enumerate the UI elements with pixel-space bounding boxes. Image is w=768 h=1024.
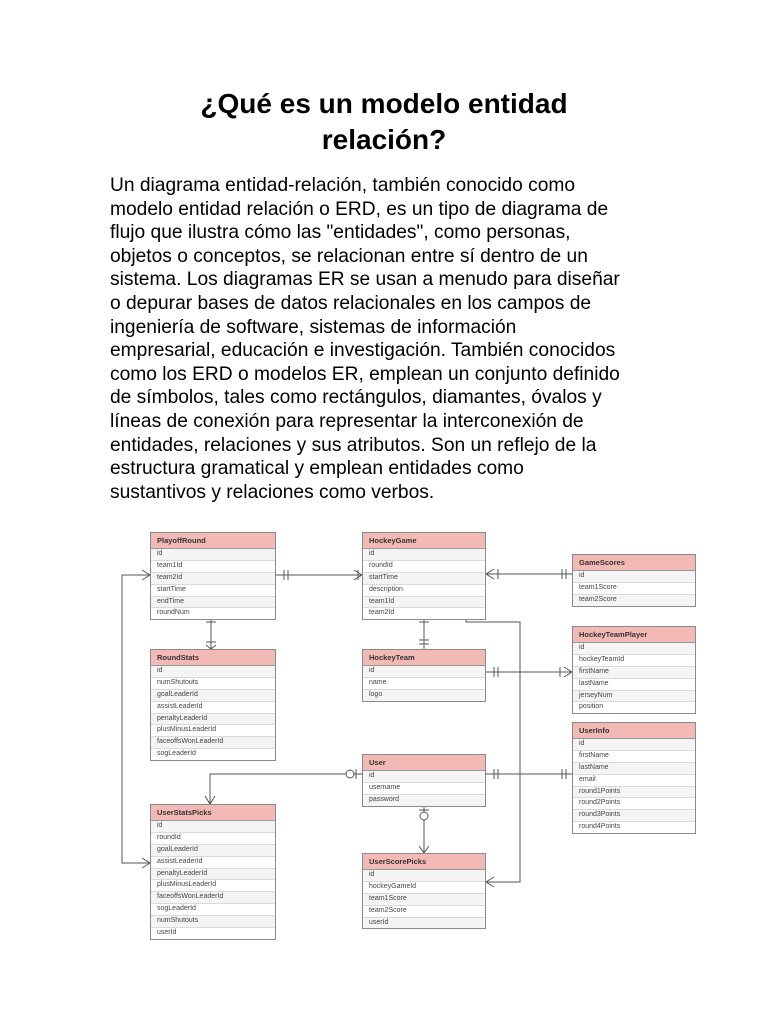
- entity-title: GameScores: [573, 555, 695, 571]
- entity-title: HockeyGame: [363, 533, 485, 549]
- entity-field: userId: [363, 917, 485, 929]
- entity-title: PlayoffRound: [151, 533, 275, 549]
- entity-field: startTime: [363, 572, 485, 585]
- entity-game-scores: GameScores id team1Score team2Score: [572, 554, 696, 607]
- entity-field: id: [151, 821, 275, 833]
- entity-field: logo: [363, 689, 485, 701]
- entity-field: goalLeaderId: [151, 689, 275, 702]
- body-line: entidades, relaciones y sus atributos. S…: [110, 434, 597, 456]
- entity-field: roundNum: [157, 609, 190, 617]
- entity-title: UserInfo: [573, 723, 695, 739]
- entity-field: team1Score: [363, 893, 485, 906]
- entity-field: sogLeaderId: [151, 904, 275, 917]
- entity-title: User: [363, 755, 485, 771]
- body-line: líneas de conexión para representar la i…: [110, 410, 584, 432]
- entity-field: username: [363, 783, 485, 795]
- entity-field: id: [363, 549, 485, 561]
- entity-field: email: [573, 775, 695, 787]
- entity-field: startTime: [151, 585, 275, 597]
- entity-field: penaltyLeaderId: [151, 713, 275, 726]
- entity-field: firstName: [573, 666, 695, 679]
- entity-hockey-team-player: HockeyTeamPlayer id hockeyTeamId firstNa…: [572, 626, 696, 715]
- body-line: ingeniería de software, sistemas de info…: [110, 316, 517, 338]
- entity-field: assistLeaderId: [151, 857, 275, 869]
- entity-field: jerseyNum: [573, 690, 695, 703]
- entity-field: team1Id: [363, 596, 485, 609]
- body-line: flujo que ilustra cómo las "entidades", …: [110, 222, 571, 244]
- entity-field: assistLeaderId: [151, 702, 275, 714]
- entity-playoff-round: PlayoffRound id team1Id team2Id startTim…: [150, 532, 276, 621]
- entity-field: id: [573, 739, 695, 751]
- body-line: sistema. Los diagramas ER se usan a menu…: [110, 269, 620, 291]
- entity-field: id: [151, 549, 275, 561]
- body-line: sustantivos y relaciones como verbos.: [110, 481, 435, 503]
- entity-field: round1Points: [573, 786, 695, 799]
- entity-title: UserScorePicks: [363, 854, 485, 870]
- entity-field: penaltyLeaderId: [151, 868, 275, 881]
- entity-field: id: [573, 643, 695, 655]
- entity-hockey-game: HockeyGame id roundId startTime descript…: [362, 532, 486, 621]
- entity-field: numShutouts: [151, 678, 275, 690]
- entity-field: id: [363, 666, 485, 678]
- body-line: de símbolos, tales como rectángulos, dia…: [110, 387, 602, 409]
- entity-field: id: [151, 666, 275, 678]
- entity-title: HockeyTeamPlayer: [573, 627, 695, 643]
- entity-field: faceoffsWonLeaderId: [151, 892, 275, 905]
- entity-field: hockeyGameId: [363, 882, 485, 894]
- entity-field: lastName: [573, 762, 695, 775]
- entity-field: team2Score: [363, 906, 485, 918]
- title-line-2: relación?: [321, 124, 447, 155]
- body-line: como los ERD o modelos ER, emplean un co…: [110, 363, 620, 385]
- entity-field: userId: [157, 929, 177, 937]
- title-line-1: ¿Qué es un modelo entidad: [200, 88, 568, 119]
- body-line: estructura gramatical y emplean entidade…: [110, 458, 524, 480]
- entity-field: round2Points: [573, 798, 695, 811]
- page-title: ¿Qué es un modelo entidad relación?: [110, 86, 658, 158]
- entity-field: faceoffsWonLeaderId: [151, 737, 275, 750]
- entity-field: plusMinusLeaderId: [151, 880, 275, 893]
- entity-user: User id username password: [362, 754, 486, 807]
- entity-field: roundId: [151, 833, 275, 845]
- entity-field: numShutouts: [151, 916, 275, 929]
- body-line: objetos o conceptos, se relacionan entre…: [110, 245, 588, 267]
- body-line: o depurar bases de datos relacionales en…: [110, 292, 592, 314]
- body-line: modelo entidad relación o ERD, es un tip…: [110, 198, 609, 220]
- entity-field: team2Id: [369, 609, 395, 617]
- entity-field: position: [579, 703, 604, 711]
- entity-field: team1Score: [573, 583, 695, 595]
- entity-user-info: UserInfo id firstName lastName email rou…: [572, 722, 696, 835]
- body-paragraph: Un diagrama entidad-relación, también co…: [110, 174, 670, 504]
- entity-field: round4Points: [579, 823, 621, 831]
- entity-hockey-team: HockeyTeam id name logo: [362, 649, 486, 702]
- entity-user-stats-picks: UserStatsPicks id roundId goalLeaderId a…: [150, 804, 276, 940]
- er-diagram: PlayoffRound id team1Id team2Id startTim…: [110, 522, 710, 942]
- entity-field: description: [363, 585, 485, 597]
- body-line: empresarial, educación e investigación. …: [110, 340, 616, 362]
- entity-field: endTime: [151, 596, 275, 609]
- entity-round-stats: RoundStats id numShutouts goalLeaderId a…: [150, 649, 276, 762]
- entity-field: round3Points: [573, 810, 695, 823]
- entity-field: team2Id: [151, 572, 275, 585]
- entity-field: roundId: [363, 561, 485, 573]
- entity-field: id: [363, 771, 485, 783]
- body-line: Un diagrama entidad-relación, también co…: [110, 175, 576, 196]
- entity-field: firstName: [573, 751, 695, 763]
- entity-user-score-picks: UserScorePicks id hockeyGameId team1Scor…: [362, 853, 486, 930]
- entity-field: id: [363, 870, 485, 882]
- entity-field: hockeyTeamId: [573, 655, 695, 667]
- entity-field: plusMinusLeaderId: [151, 725, 275, 738]
- entity-field: id: [573, 571, 695, 583]
- entity-title: UserStatsPicks: [151, 805, 275, 821]
- entity-title: RoundStats: [151, 650, 275, 666]
- entity-field: team2Score: [573, 594, 695, 606]
- entity-field: goalLeaderId: [151, 844, 275, 857]
- entity-field: lastName: [573, 679, 695, 691]
- entity-title: HockeyTeam: [363, 650, 485, 666]
- entity-field: name: [363, 678, 485, 690]
- entity-field: sogLeaderId: [157, 750, 196, 758]
- entity-field: password: [363, 794, 485, 806]
- entity-field: team1Id: [151, 561, 275, 573]
